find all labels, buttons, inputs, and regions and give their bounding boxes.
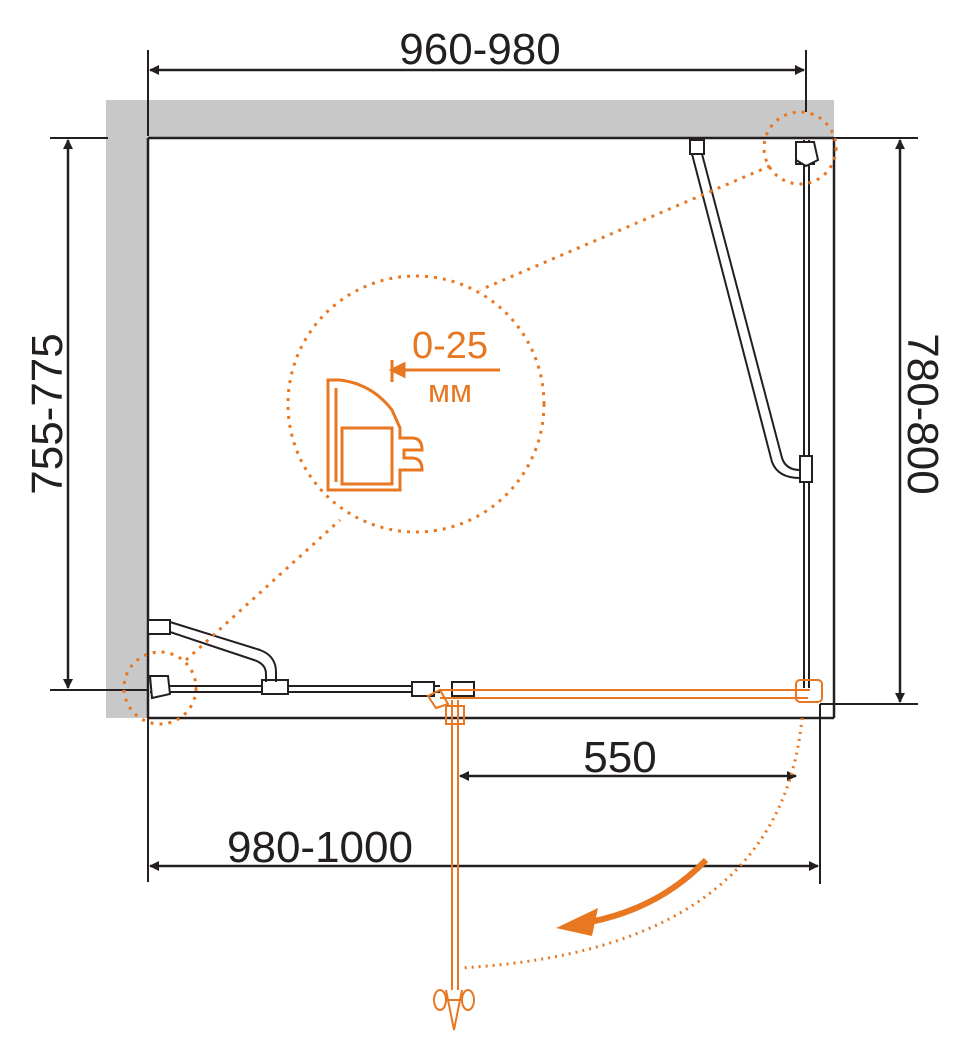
dim-door-opening-label: 550: [583, 733, 656, 782]
dimension-right-height: 780-800: [810, 137, 947, 705]
wall-top: [106, 100, 834, 138]
dimension-door-opening: 550: [459, 733, 797, 782]
dim-bottom-width-label: 980-1000: [227, 823, 413, 872]
dim-top-width-label: 960-980: [399, 25, 560, 74]
door-open-position: [433, 700, 475, 1031]
profile-detail: 0-25 мм: [326, 325, 500, 492]
right-stabilizer-bar: [689, 139, 801, 479]
callout-top-right: [762, 110, 838, 186]
gap-unit-label: мм: [428, 373, 472, 409]
left-stabilizer-bar: [147, 619, 277, 682]
dimension-bottom-width: 980-1000: [147, 704, 821, 884]
wall-mounts: [148, 141, 820, 700]
dimension-left-height: 755-775: [23, 137, 148, 691]
swing-direction-arrow: [556, 908, 598, 936]
door-swing-path: [459, 717, 804, 970]
callout-bottom-left: [122, 650, 198, 726]
right-fixed-panel: [795, 140, 815, 688]
dimension-top-width: 960-980: [147, 25, 807, 136]
detail-callouts: [122, 110, 838, 726]
enclosure-outline: [146, 136, 836, 720]
walls: [106, 100, 834, 718]
callout-detail-magnified: [286, 274, 546, 534]
sliding-door: [426, 679, 823, 710]
wall-left: [106, 100, 148, 718]
dim-right-height-label: 780-800: [898, 333, 947, 494]
bottom-fixed-panel: [150, 679, 475, 697]
gap-value-label: 0-25: [412, 325, 488, 367]
dim-left-height-label: 755-775: [23, 333, 72, 494]
